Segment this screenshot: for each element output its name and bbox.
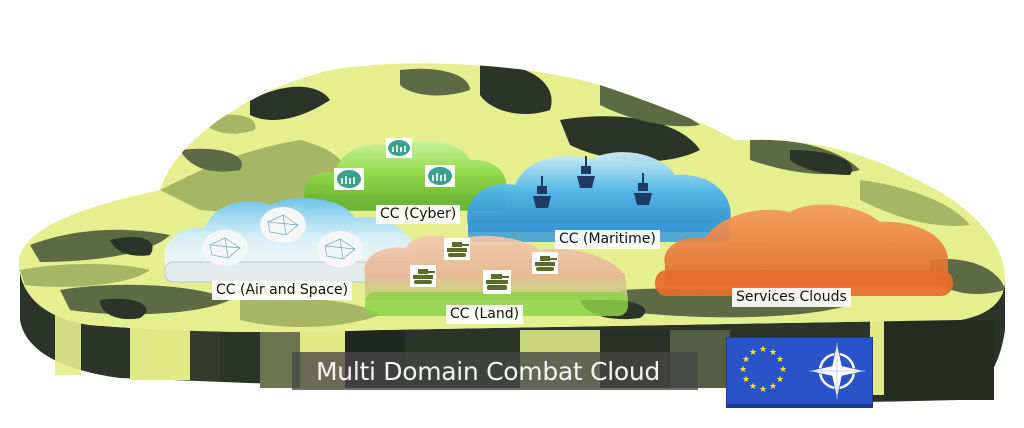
cloud-label-cyber: CC (Cyber) bbox=[376, 205, 461, 224]
svg-text:★: ★ bbox=[776, 375, 784, 385]
svg-text:★: ★ bbox=[759, 385, 767, 395]
warship-icon bbox=[634, 173, 652, 205]
svg-text:★: ★ bbox=[742, 355, 750, 365]
cloud-services bbox=[655, 204, 953, 296]
svg-text:★: ★ bbox=[759, 345, 767, 355]
cloud-label-air-space: CC (Air and Space) bbox=[212, 281, 353, 300]
svg-text:★: ★ bbox=[749, 348, 757, 358]
svg-text:★: ★ bbox=[776, 355, 784, 365]
flags-panel: ★★★★ ★★★★ ★★★★ bbox=[726, 337, 873, 405]
warship-icon bbox=[533, 176, 551, 208]
tank-icon bbox=[410, 265, 436, 287]
circuit-icon bbox=[425, 165, 455, 187]
svg-text:★: ★ bbox=[749, 382, 757, 392]
cloud-label-land: CC (Land) bbox=[446, 305, 524, 324]
eu-flag-icon: ★★★★ ★★★★ ★★★★ bbox=[739, 345, 787, 395]
warship-icon bbox=[577, 156, 595, 188]
network-icon bbox=[260, 207, 306, 243]
diagram-title: Multi Domain Combat Cloud bbox=[292, 352, 698, 390]
svg-text:★: ★ bbox=[742, 375, 750, 385]
network-icon bbox=[202, 230, 248, 266]
svg-text:★: ★ bbox=[739, 365, 747, 375]
cloud-label-maritime: CC (Maritime) bbox=[555, 230, 660, 249]
tank-icon bbox=[483, 270, 511, 294]
tank-icon bbox=[532, 252, 558, 274]
network-icon bbox=[317, 231, 363, 267]
nato-compass-icon bbox=[808, 342, 866, 400]
circuit-icon bbox=[334, 168, 364, 190]
circuit-icon bbox=[386, 138, 412, 158]
svg-text:★: ★ bbox=[769, 382, 777, 392]
svg-text:★: ★ bbox=[769, 348, 777, 358]
cloud-label-services: Services Clouds bbox=[732, 288, 851, 307]
svg-text:★: ★ bbox=[779, 365, 787, 375]
tank-icon bbox=[444, 238, 470, 260]
diagram-title-text: Multi Domain Combat Cloud bbox=[316, 356, 660, 386]
